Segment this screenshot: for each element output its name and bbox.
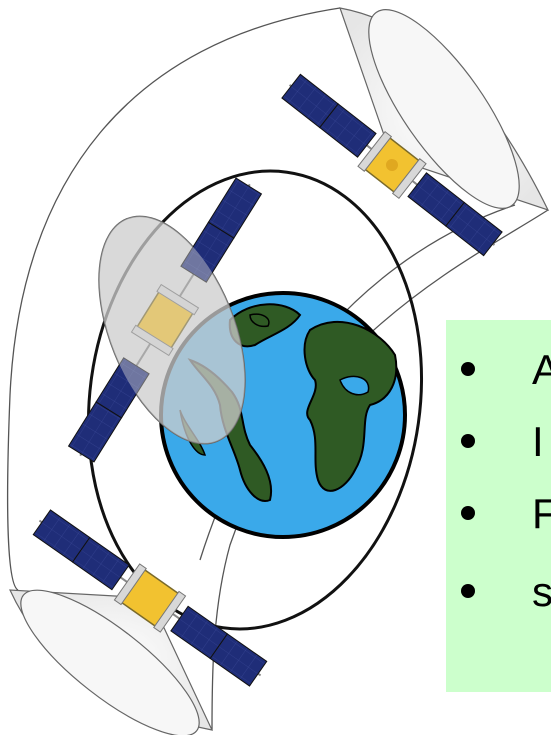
orbit-ring [86,169,424,631]
satellite-bottom [32,509,268,687]
lower-left-beam-cone [9,589,214,735]
bullet-dot-icon [461,506,475,520]
bullet-dot-icon [461,584,475,598]
bullet-text: A [532,346,551,393]
bullet-dot-icon [461,362,475,376]
satellite-top-right [281,73,503,257]
bullet-dot-icon [461,434,475,448]
bullet-text: F [532,490,551,537]
upper-right-beam-cone [339,7,550,212]
bullet-text: I [532,418,544,465]
bullet-list-panel: A I F s [446,320,551,692]
satellite-left [67,177,263,463]
bullet-text: s [532,568,551,615]
